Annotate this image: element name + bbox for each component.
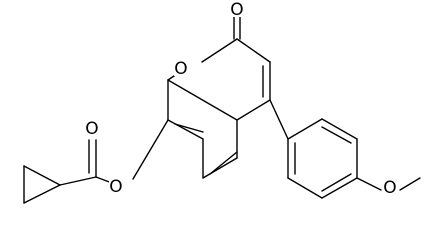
carbonyl-group (233, 16, 241, 40)
methoxy-oxygen-bg (383, 179, 397, 195)
molecule-diagram: O O O O O (23, 0, 421, 204)
bond-ar2-ar3 (321, 118, 358, 140)
ester-oxygen-bg (109, 178, 123, 194)
bond-ar4-ar5 (321, 177, 358, 199)
bond-c8-c7 (167, 119, 204, 140)
bond-c8-c7-double (174, 123, 204, 133)
ring-oxygen-bg (174, 60, 188, 76)
bond-c8a-c4a (167, 79, 238, 121)
ester-carbonyl-oxygen-bg (85, 120, 99, 136)
carbonyl-oxygen-bg (230, 1, 244, 17)
bond-ar4-ar5-double (321, 173, 352, 192)
bond-ester-c-cyclopropyl (59, 176, 97, 186)
ester-carbonyl-oxygen-label: O (85, 119, 98, 139)
carbonyl-oxygen-label: O (230, 0, 243, 20)
ester-oxygen-label: O (109, 177, 122, 197)
bond-o-methyl (399, 177, 421, 191)
bond-ar5-ar6 (287, 177, 323, 199)
bond-c4-ar1 (269, 99, 289, 140)
benzo-ring (167, 79, 238, 179)
bond-c6-c5 (202, 157, 238, 179)
bond-ar2-ar3-double (321, 126, 352, 144)
methoxy-oxygen-label: O (383, 178, 396, 198)
bond-c2-c3 (236, 38, 271, 63)
ester-linkage (59, 119, 169, 186)
atom-labels: O O O O O (85, 0, 397, 198)
bond-c7-o-ester (132, 119, 169, 180)
bond-cp-c (23, 184, 61, 204)
bond-ar1-ar2 (287, 118, 323, 140)
bond-cp-a (23, 165, 61, 186)
bond-c4-c4a (236, 99, 271, 121)
pyranone-ring (167, 38, 271, 121)
bond-ar4-o-methoxy (356, 177, 382, 191)
bond-c2-o1 (201, 38, 238, 63)
structure-drawing: O O O O O (23, 0, 421, 204)
cyclopropane-ring (23, 165, 61, 204)
bond-c6-c5-double (209, 151, 238, 175)
methoxyphenyl-ring (269, 99, 421, 199)
ring-oxygen-label: O (174, 59, 187, 79)
